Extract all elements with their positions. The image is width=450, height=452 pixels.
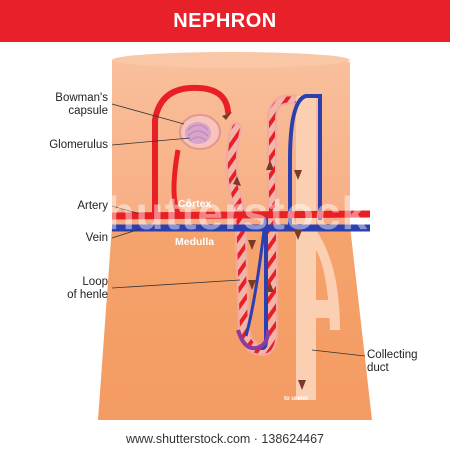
collecting-duct [296,96,316,400]
bowmans-capsule-label-line1: Bowman's [55,92,108,104]
collecting-duct-label: Collecting duct [367,349,447,375]
vasa-recta-purple [236,329,270,351]
artery-label: Artery [77,200,108,212]
bowmans-capsule-label-line2: capsule [68,105,108,117]
collecting-duct-label-line2: duct [367,362,389,374]
cortex-label: Cortex [178,198,212,210]
loop-of-henle-label: Loop of henle [18,276,108,302]
collecting-duct-label-line1: Collecting [367,349,418,361]
loop-of-henle-label-line1: Loop [82,276,108,288]
efferent-arteriole [171,149,181,215]
leader-lines [111,103,366,357]
distal-tubule-twist [269,96,297,222]
afferent-arteriole [152,84,231,216]
loop-of-henle-tubule [227,124,276,355]
loop-of-henle-label-line2: of henle [67,289,108,301]
glomerulus-texture [187,124,209,142]
tissue-top-edge [112,52,350,68]
title-banner: NEPHRON [0,0,450,42]
to-ureter-label: to ureter [284,396,309,402]
glomerulus-label: Glomerulus [49,139,108,151]
page-title: NEPHRON [173,9,277,32]
flow-arrows [222,112,306,390]
renal-artery [111,210,371,220]
bowmans-capsule-label: Bowman's capsule [18,92,108,118]
watermark: shutterstock [80,187,369,239]
duct-branch-lower [316,300,336,318]
footer-credit: www.shutterstock.com · 138624467 [125,432,325,446]
medulla-label: Medulla [175,236,215,248]
vasa-recta-vein [244,213,268,337]
vein-label: Vein [85,232,108,244]
